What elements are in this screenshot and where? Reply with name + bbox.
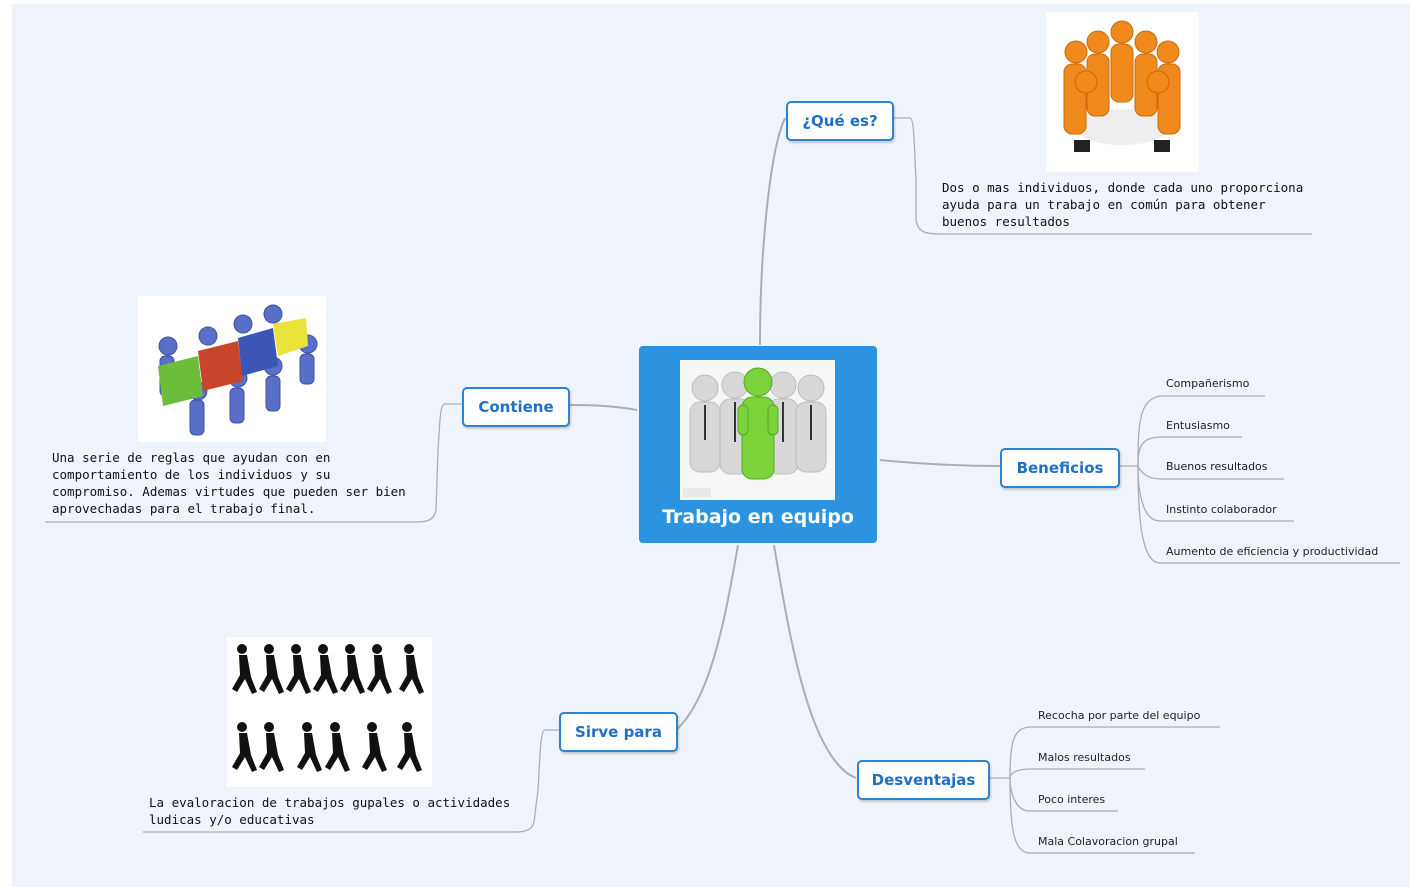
desventaja-item[interactable]: Mala Colavoracion grupal xyxy=(1038,835,1178,848)
topic-label: Contiene xyxy=(478,398,554,416)
puzzle-people-image xyxy=(138,296,326,442)
note-line: Dos o mas individuos, donde cada uno pro… xyxy=(942,180,1304,195)
note-line: ayuda para un trabajo en común para obte… xyxy=(942,197,1266,212)
desventaja-item[interactable]: Malos resultados xyxy=(1038,751,1131,764)
note-line: aprovechadas para el trabajo final. xyxy=(52,501,316,516)
note-line: La evaloracion de trabajos gupales o act… xyxy=(149,795,511,810)
central-title: Trabajo en equipo xyxy=(662,506,854,528)
beneficio-item[interactable]: Compañerismo xyxy=(1166,377,1250,390)
central-topic[interactable]: Trabajo en equipo xyxy=(639,346,877,543)
note-line: comportamiento de los individuos y su xyxy=(52,467,331,482)
team-huddle-image xyxy=(1046,12,1199,172)
topic-label: Desventajas xyxy=(871,771,976,789)
topic-beneficios[interactable]: Beneficios xyxy=(1000,448,1120,488)
team-figures-image xyxy=(680,360,835,500)
topic-label: Sirve para xyxy=(575,723,662,741)
note-line: ludicas y/o educativas xyxy=(149,812,315,827)
topic-contiene[interactable]: Contiene xyxy=(462,387,570,427)
beneficio-item[interactable]: Entusiasmo xyxy=(1166,419,1230,432)
sirve-para-note: La evaloracion de trabajos gupales o act… xyxy=(149,794,510,828)
desventaja-item[interactable]: Poco interes xyxy=(1038,793,1106,806)
topic-sirve-para[interactable]: Sirve para xyxy=(559,712,678,752)
running-silhouettes-image xyxy=(227,637,432,787)
topic-desventajas[interactable]: Desventajas xyxy=(857,760,990,800)
topic-que-es[interactable]: ¿Qué es? xyxy=(786,101,894,141)
note-line: compromiso. Ademas virtudes que pueden s… xyxy=(52,484,406,499)
topic-label: Beneficios xyxy=(1016,459,1104,477)
note-line: buenos resultados xyxy=(942,214,1070,229)
beneficio-item[interactable]: Instinto colaborador xyxy=(1166,503,1277,516)
contiene-note: Una serie de reglas que ayudan con en co… xyxy=(52,449,406,517)
topic-label: ¿Qué es? xyxy=(802,112,878,130)
beneficio-item[interactable]: Aumento de eficiencia y productividad xyxy=(1166,545,1379,558)
beneficio-item[interactable]: Buenos resultados xyxy=(1166,460,1268,473)
que-es-note: Dos o mas individuos, donde cada uno pro… xyxy=(942,179,1303,230)
note-line: Una serie de reglas que ayudan con en xyxy=(52,450,331,465)
desventaja-item[interactable]: Recocha por parte del equipo xyxy=(1038,709,1201,722)
